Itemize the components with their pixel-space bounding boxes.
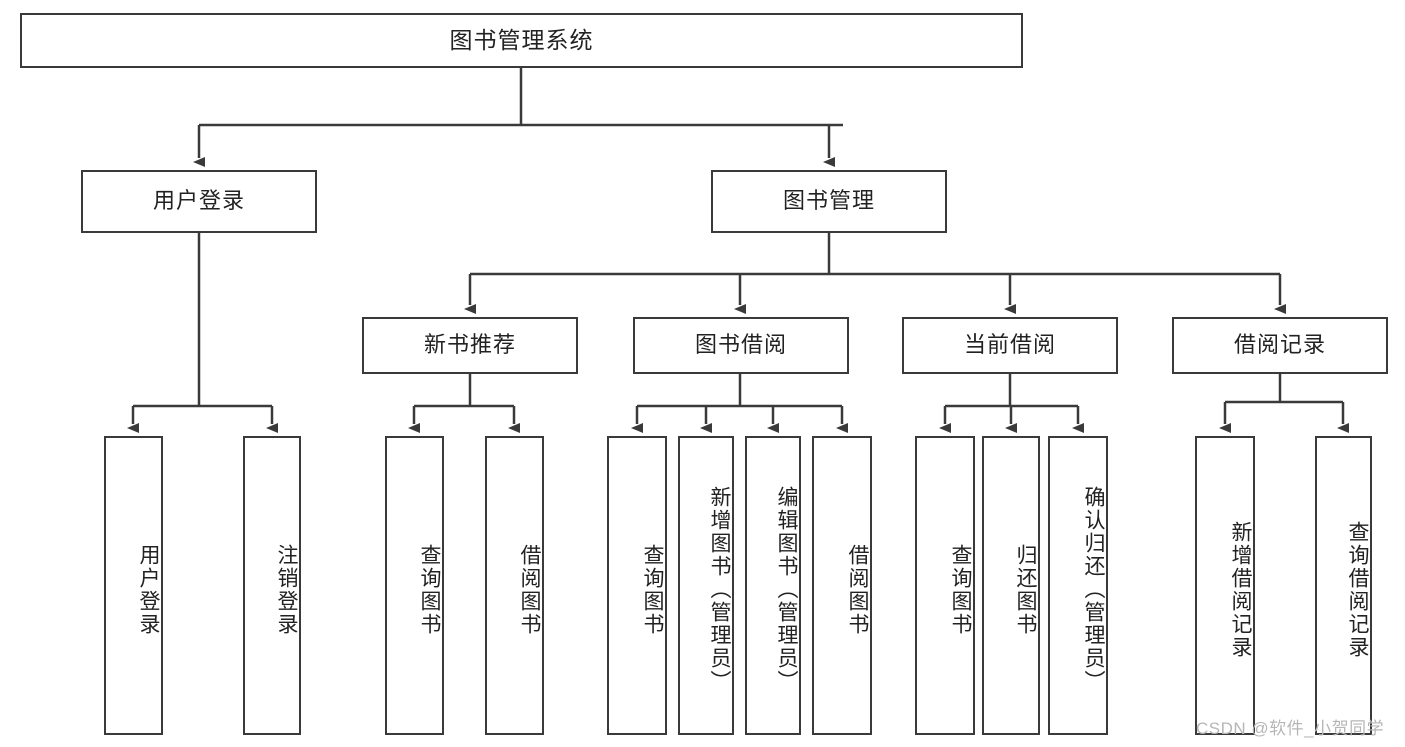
node-label: 新增借阅记录 bbox=[1229, 520, 1252, 659]
leaf-query-borrow-record[interactable]: 查询借阅记录 bbox=[1315, 436, 1372, 735]
node-label: 新书推荐 bbox=[423, 332, 516, 358]
leaf-user-login[interactable]: 用户登录 bbox=[104, 436, 163, 735]
node-root-book-management-system[interactable]: 图书管理系统 bbox=[20, 13, 1023, 68]
node-book-borrow[interactable]: 图书借阅 bbox=[633, 317, 849, 374]
leaf-borrow-book[interactable]: 借阅图书 bbox=[812, 436, 872, 735]
node-label: 查询图书 bbox=[418, 543, 441, 636]
node-label: 借阅图书 bbox=[846, 543, 869, 636]
node-label: 编辑图书（管理员） bbox=[775, 486, 798, 693]
node-user-login[interactable]: 用户登录 bbox=[81, 170, 317, 233]
node-label: 图书管理 bbox=[782, 188, 875, 214]
leaf-add-borrow-record[interactable]: 新增借阅记录 bbox=[1195, 436, 1255, 735]
watermark-csdn: CSDN @软件_小贺同学 bbox=[1196, 719, 1385, 738]
node-book-management[interactable]: 图书管理 bbox=[711, 170, 947, 233]
node-label: 查询借阅记录 bbox=[1346, 520, 1369, 659]
leaf-query-book-current[interactable]: 查询图书 bbox=[915, 436, 975, 735]
node-label: 图书借阅 bbox=[694, 332, 787, 358]
node-current-borrow[interactable]: 当前借阅 bbox=[902, 317, 1118, 374]
node-label: 借阅记录 bbox=[1233, 332, 1326, 358]
node-label: 当前借阅 bbox=[963, 332, 1056, 358]
node-label: 查询图书 bbox=[641, 543, 664, 636]
leaf-query-book-recommend[interactable]: 查询图书 bbox=[385, 436, 444, 735]
leaf-add-book-admin[interactable]: 新增图书（管理员） bbox=[678, 436, 734, 735]
node-label: 用户登录 bbox=[137, 543, 160, 636]
node-label: 用户登录 bbox=[152, 188, 245, 214]
leaf-borrow-book-recommend[interactable]: 借阅图书 bbox=[485, 436, 544, 735]
node-label: 借阅图书 bbox=[518, 543, 541, 636]
node-label: 确认归还（管理员） bbox=[1082, 486, 1105, 693]
leaf-edit-book-admin[interactable]: 编辑图书（管理员） bbox=[745, 436, 801, 735]
leaf-logout[interactable]: 注销登录 bbox=[243, 436, 301, 735]
leaf-query-book-borrow[interactable]: 查询图书 bbox=[607, 436, 667, 735]
node-label: 查询图书 bbox=[949, 543, 972, 636]
node-label: 归还图书 bbox=[1014, 543, 1037, 636]
node-new-book-recommendation[interactable]: 新书推荐 bbox=[362, 317, 578, 374]
node-borrow-record[interactable]: 借阅记录 bbox=[1172, 317, 1388, 374]
leaf-return-book[interactable]: 归还图书 bbox=[982, 436, 1040, 735]
leaf-confirm-return-admin[interactable]: 确认归还（管理员） bbox=[1048, 436, 1108, 735]
node-label: 图书管理系统 bbox=[449, 26, 594, 53]
node-label: 注销登录 bbox=[275, 543, 298, 636]
node-label: 新增图书（管理员） bbox=[708, 486, 731, 693]
